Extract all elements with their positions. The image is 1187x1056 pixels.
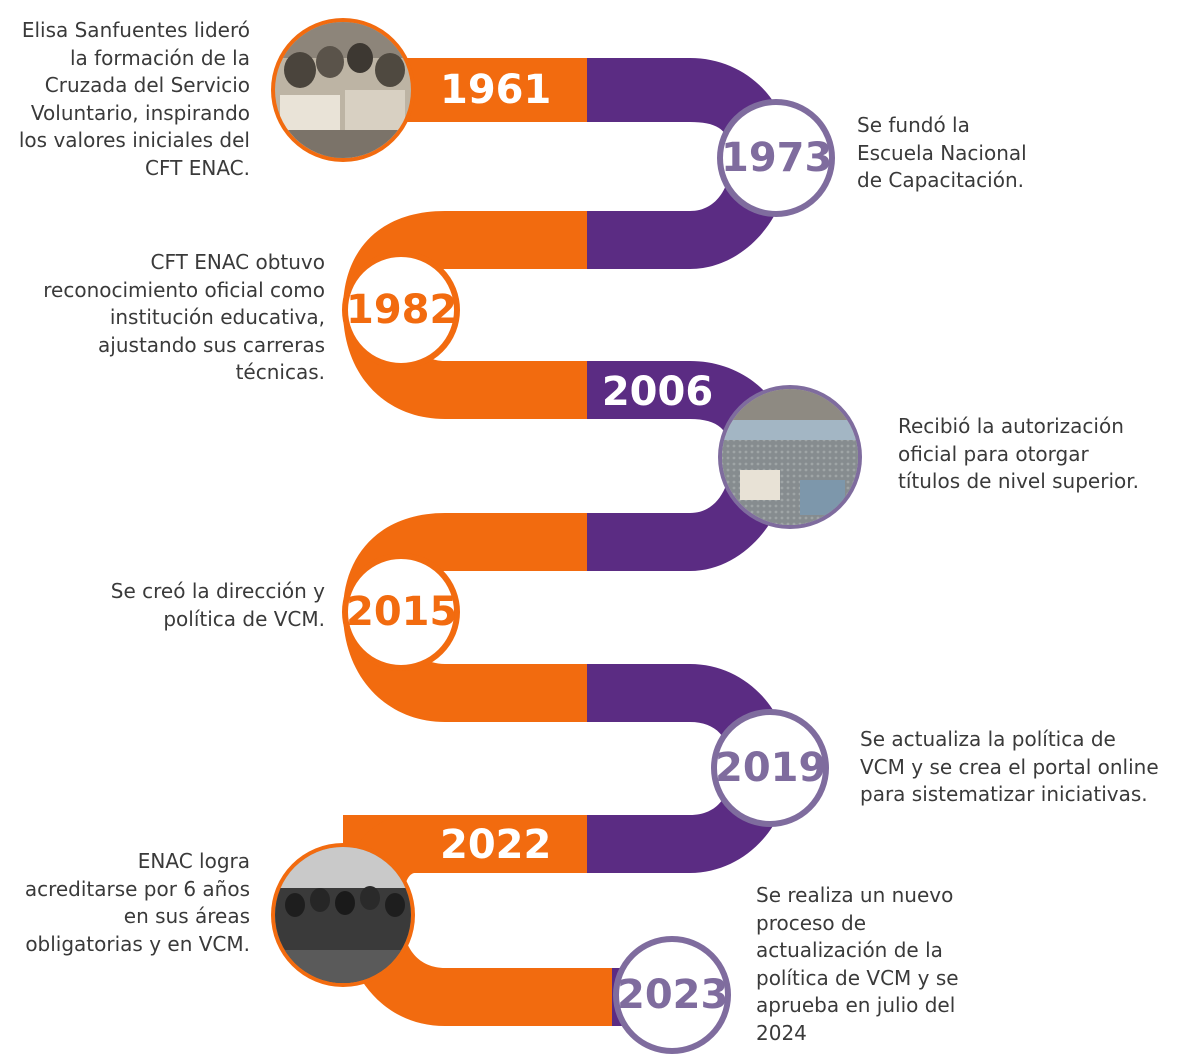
milestone-2006-text: Recibió la autorización oficial para oto…	[898, 414, 1139, 493]
year-label-1973: 1973	[721, 135, 833, 181]
milestone-1982-text: CFT ENAC obtuvo reconocimiento oficial c…	[43, 250, 325, 384]
year-badge-1982	[342, 251, 460, 369]
milestone-1973-text: Se fundó la Escuela Nacional de Capacita…	[857, 113, 1027, 192]
year-label-2019: 2019	[715, 745, 827, 791]
year-label-2006: 2006	[601, 369, 714, 415]
milestone-1961-text: Elisa Sanfuentes lideró la formación de …	[18, 18, 250, 180]
group-photo	[271, 843, 415, 987]
milestone-2015-text: Se creó la dirección y política de VCM.	[110, 579, 325, 631]
milestone-2023-text: Se realiza un nuevo proceso de actualiza…	[756, 883, 959, 1045]
students-assembly-photo	[718, 385, 862, 529]
milestone-2019-text: Se actualiza la política de VCM y se cre…	[860, 727, 1159, 806]
year-badge-2015	[342, 553, 460, 671]
year-badge-1973	[717, 99, 835, 217]
year-label-2015: 2015	[346, 589, 458, 635]
year-label-1982: 1982	[346, 287, 458, 333]
year-badge-2023	[613, 936, 731, 1054]
milestone-2022-text: ENAC logra acreditarse por 6 años en sus…	[24, 849, 250, 956]
historic-classroom-photo	[271, 18, 415, 162]
year-label-2023: 2023	[617, 972, 729, 1018]
year-label-1961: 1961	[440, 67, 552, 113]
year-badge-2019	[711, 709, 829, 827]
year-label-2022: 2022	[440, 822, 552, 868]
